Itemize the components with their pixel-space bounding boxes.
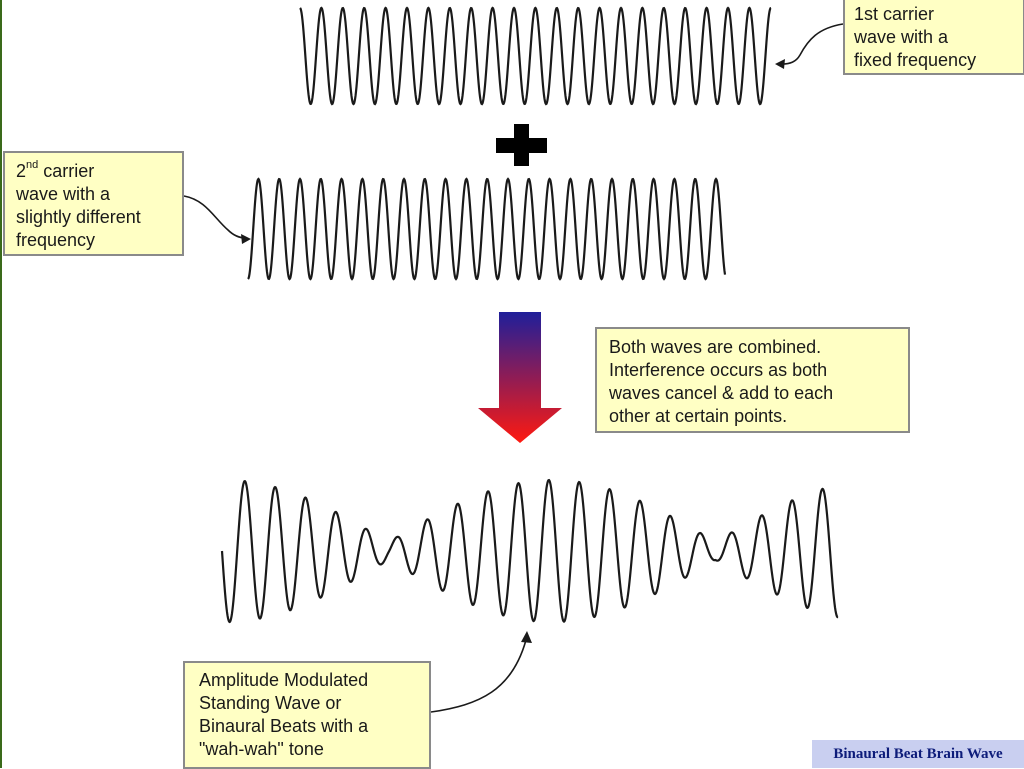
ordinal-suffix: nd bbox=[26, 159, 39, 171]
combined-beat-wave bbox=[220, 478, 839, 624]
callout-text: 2nd carrier bbox=[16, 160, 174, 183]
first-carrier-wave bbox=[299, 6, 772, 106]
callout-text: waves cancel & add to each bbox=[609, 383, 834, 403]
callout-text: Both waves are combined. bbox=[609, 337, 822, 357]
first-carrier-callout: 1st carrier wave with a fixed frequency bbox=[843, 0, 1024, 75]
callout-text: wave with a bbox=[854, 27, 949, 47]
combined-waves-callout: Both waves are combined. Interference oc… bbox=[595, 327, 910, 433]
callout-text: slightly different bbox=[16, 207, 141, 227]
connector-result-callout bbox=[430, 639, 527, 713]
callout-text: Standing Wave or bbox=[199, 693, 342, 713]
slide-left-edge bbox=[0, 0, 2, 768]
callout-text: other at certain points. bbox=[609, 406, 788, 426]
arrowhead-second-callout bbox=[241, 234, 251, 244]
arrowhead-first-callout bbox=[775, 59, 785, 69]
callout-text-rest: carrier bbox=[38, 161, 95, 181]
callout-text: fixed frequency bbox=[854, 50, 977, 70]
callout-text: Binaural Beats with a bbox=[199, 716, 369, 736]
arrowhead-result-callout bbox=[521, 631, 532, 643]
callout-text: frequency bbox=[16, 230, 96, 250]
second-carrier-wave bbox=[247, 177, 727, 281]
callout-text: Amplitude Modulated bbox=[199, 670, 369, 690]
slide-title-label: Binaural Beat Brain Wave bbox=[812, 740, 1024, 768]
callout-text: "wah-wah" tone bbox=[199, 739, 324, 759]
arrow-down-icon bbox=[478, 312, 562, 443]
plus-icon bbox=[496, 124, 547, 166]
connector-first-callout bbox=[781, 23, 844, 65]
connector-second-callout bbox=[183, 195, 247, 239]
second-carrier-callout: 2nd carrier wave with a slightly differe… bbox=[3, 151, 184, 256]
callout-text: wave with a bbox=[16, 184, 111, 204]
callout-text: 1st carrier bbox=[854, 4, 935, 24]
result-wave-callout: Amplitude Modulated Standing Wave or Bin… bbox=[183, 661, 431, 769]
callout-text: Interference occurs as both bbox=[609, 360, 828, 380]
ordinal-number: 2 bbox=[16, 161, 27, 181]
